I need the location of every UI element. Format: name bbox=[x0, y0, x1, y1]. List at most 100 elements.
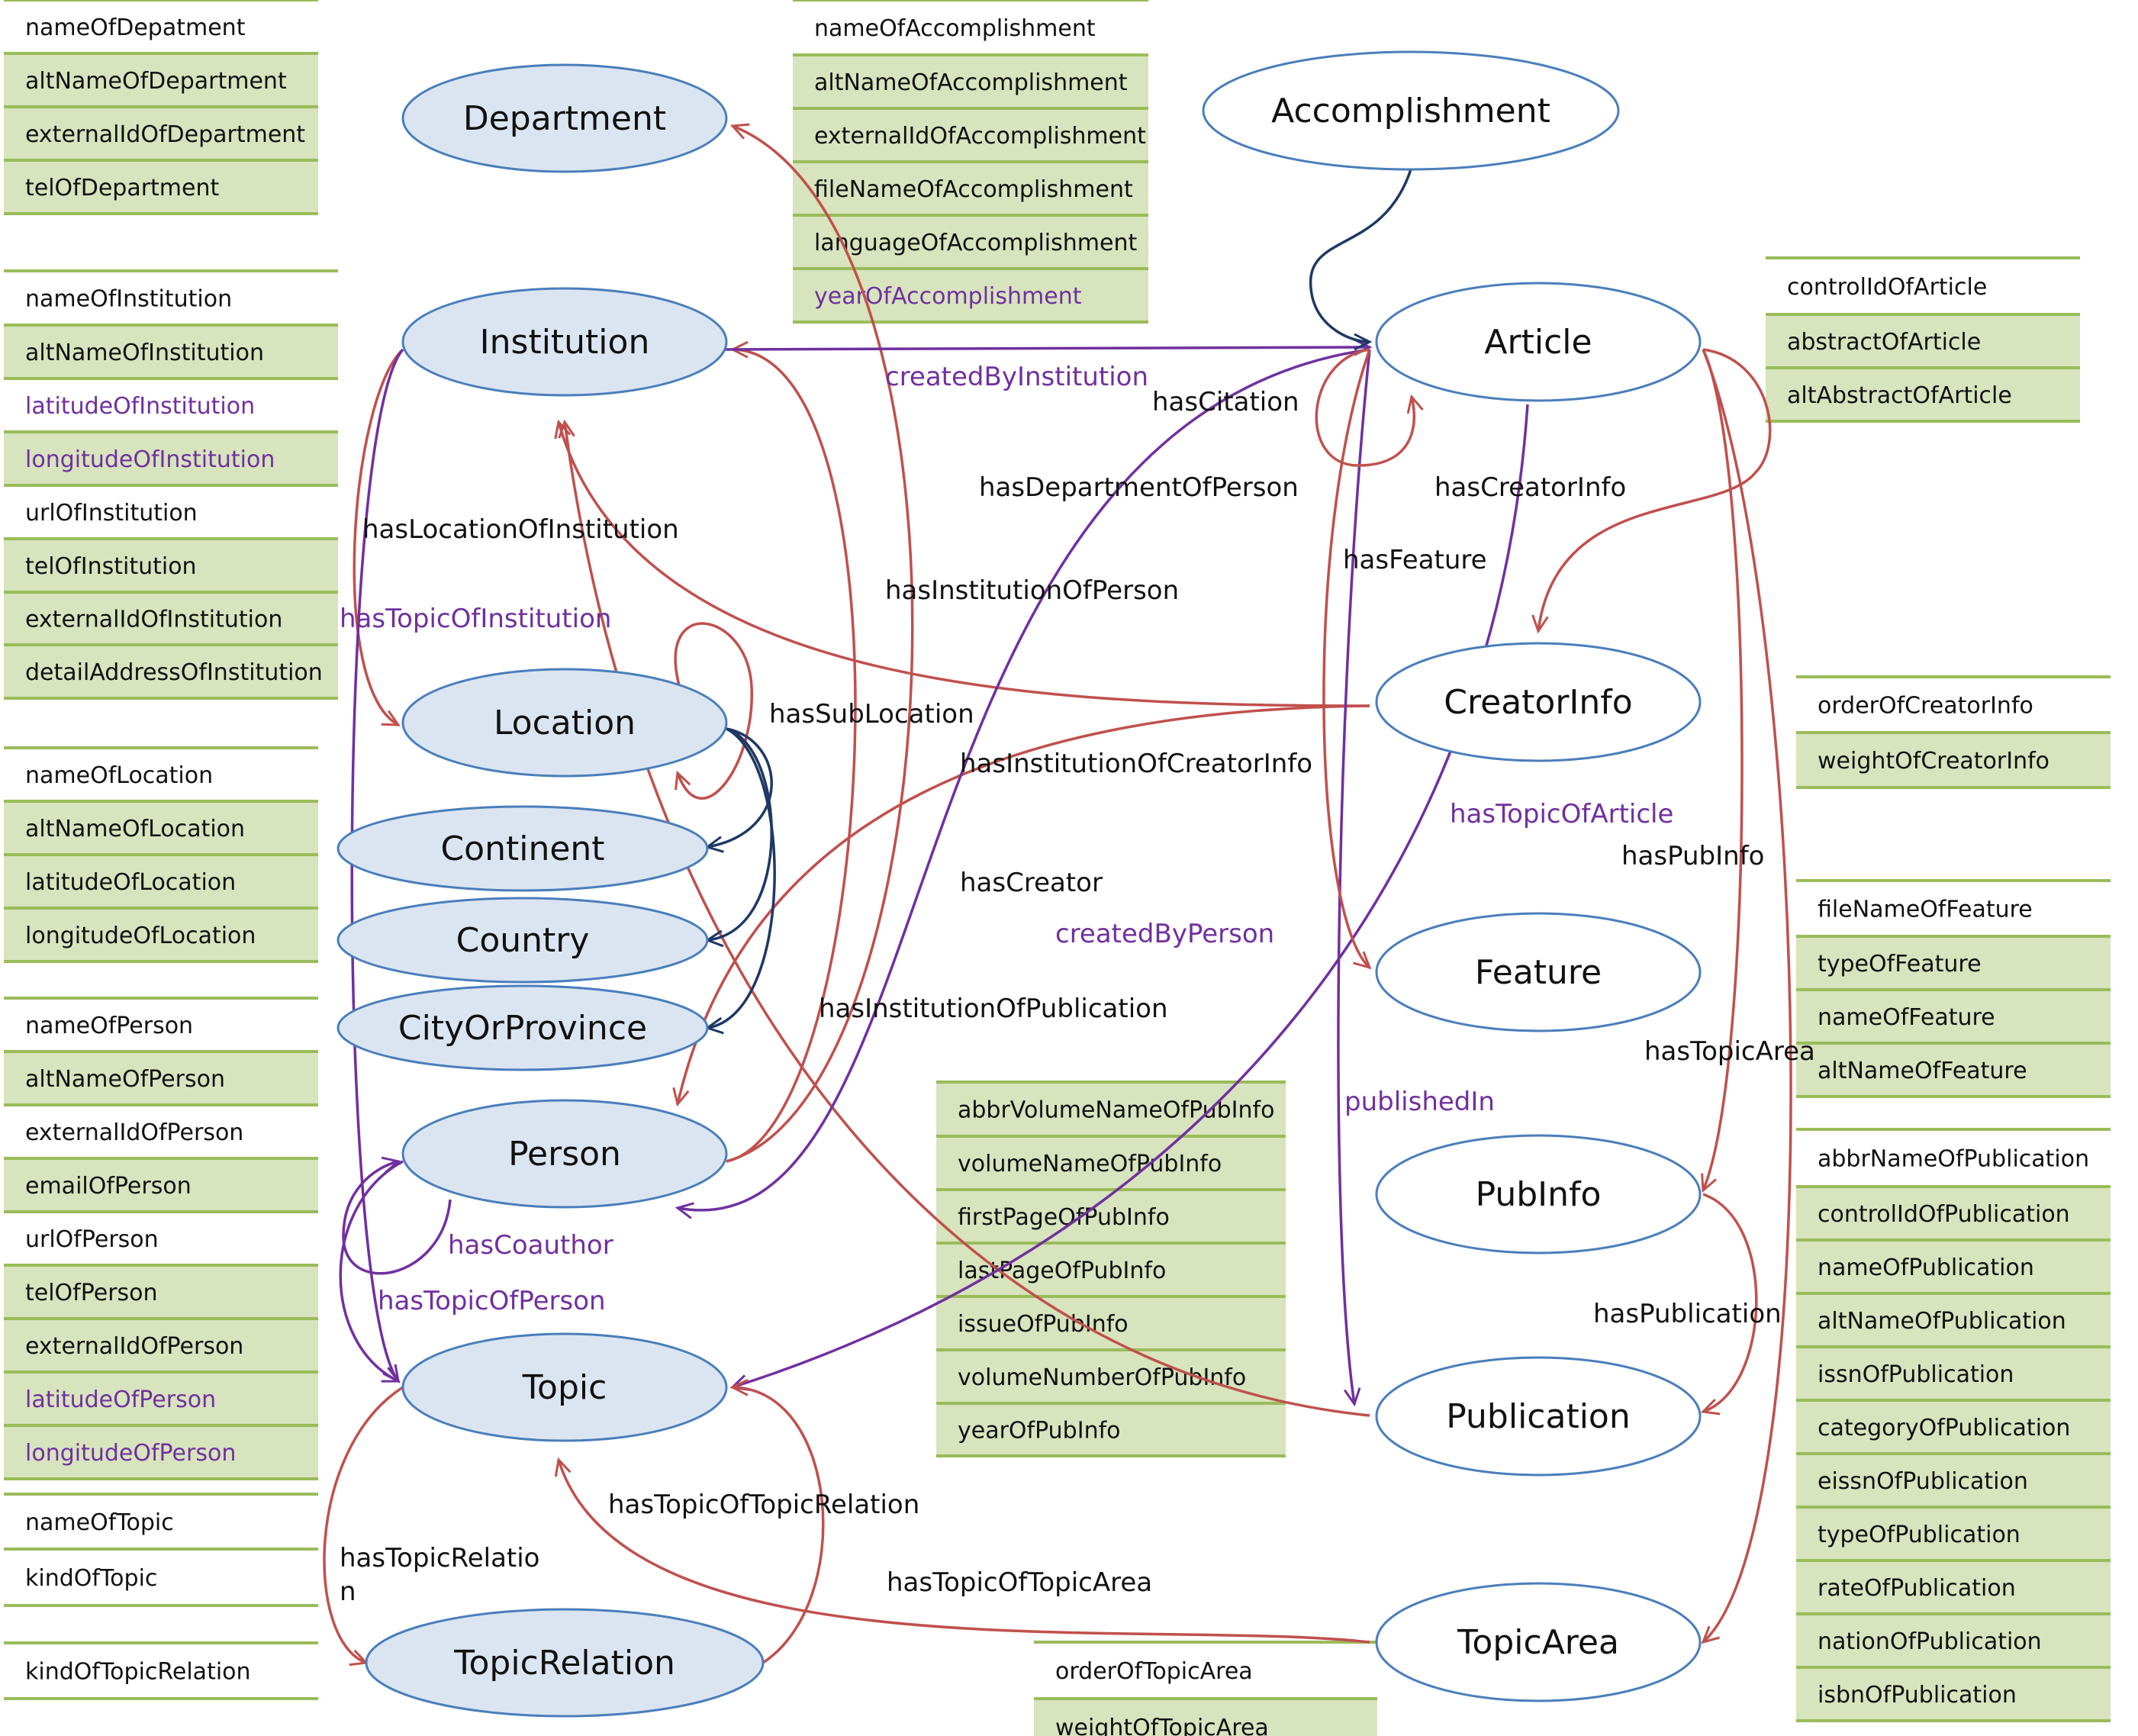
attr-row: yearOfAccomplishment bbox=[793, 269, 1148, 322]
attr-table-inst: nameOfInstitutionaltNameOfInstitutionlat… bbox=[4, 269, 338, 700]
attr-row: telOfPerson bbox=[4, 1265, 318, 1319]
edge-arrow bbox=[704, 727, 773, 853]
attr-row: fileNameOfAccomplishment bbox=[793, 162, 1148, 215]
svg-text:controlIdOfArticle: controlIdOfArticle bbox=[1787, 274, 1987, 301]
edge-label-hasTopicRelation2: n bbox=[340, 1577, 356, 1607]
edge-label-hasSubLocation: hasSubLocation bbox=[769, 699, 974, 730]
edge-label-hasInstitutionOfCreatorInfo: hasInstitutionOfCreatorInfo bbox=[960, 749, 1312, 779]
attr-row: nameOfDepatment bbox=[25, 14, 246, 41]
attr-row: abstractOfArticle bbox=[1766, 314, 2080, 368]
attr-row: firstPageOfPubInfo bbox=[936, 1190, 1286, 1243]
svg-text:typeOfFeature: typeOfFeature bbox=[1818, 951, 1982, 978]
edge-arrow bbox=[723, 338, 1373, 356]
attr-row: issnOfPublication bbox=[1796, 1347, 2111, 1400]
attr-row: controlIdOfPublication bbox=[1796, 1187, 2111, 1240]
svg-text:CityOrProvince: CityOrProvince bbox=[398, 1009, 647, 1048]
attr-row: longitudeOfInstitution bbox=[4, 432, 338, 485]
edge-label-hasCitation: hasCitation bbox=[1152, 387, 1299, 417]
node-topic: Topic bbox=[401, 1332, 728, 1442]
svg-text:altNameOfFeature: altNameOfFeature bbox=[1818, 1058, 2027, 1084]
svg-text:issueOfPubInfo: issueOfPubInfo bbox=[958, 1311, 1129, 1338]
edge-label-hasLocationOfInstitution: hasLocationOfInstitution bbox=[362, 514, 679, 545]
edge-arrow bbox=[1337, 349, 1371, 1407]
attr-table-person: nameOfPersonaltNameOfPersonexternalIdOfP… bbox=[4, 997, 318, 1480]
svg-text:Article: Article bbox=[1484, 323, 1592, 362]
svg-text:Feature: Feature bbox=[1475, 953, 1602, 992]
edge-arrow bbox=[339, 1160, 404, 1383]
edge-labels: createdByInstitutionhasCitationhasDepart… bbox=[340, 362, 1815, 1607]
attr-row: externalIdOfDepartment bbox=[4, 107, 318, 160]
attr-row: telOfInstitution bbox=[4, 539, 338, 592]
edge-label-hasFeature: hasFeature bbox=[1343, 545, 1487, 575]
svg-text:telOfInstitution: telOfInstitution bbox=[25, 553, 197, 580]
svg-text:weightOfTopicArea: weightOfTopicArea bbox=[1055, 1715, 1269, 1736]
svg-text:Publication: Publication bbox=[1446, 1397, 1630, 1436]
svg-text:Institution: Institution bbox=[480, 323, 650, 362]
edge-arrow bbox=[558, 419, 1370, 1417]
svg-text:kindOfTopicRelation: kindOfTopicRelation bbox=[25, 1659, 251, 1686]
node-article: Article bbox=[1375, 282, 1702, 402]
node-accomplishment: Accomplishment bbox=[1202, 50, 1620, 171]
attr-row: fileNameOfFeature bbox=[1818, 897, 2033, 923]
svg-text:nameOfFeature: nameOfFeature bbox=[1818, 1004, 1995, 1031]
attr-row: nameOfAccomplishment bbox=[814, 15, 1096, 42]
svg-text:longitudeOfPerson: longitudeOfPerson bbox=[25, 1440, 236, 1467]
edge-arrow bbox=[1531, 348, 1772, 634]
attr-row: altAbstractOfArticle bbox=[1766, 368, 2080, 421]
svg-text:nameOfInstitution: nameOfInstitution bbox=[25, 286, 232, 313]
edge-label-hasTopicRelation1: hasTopicRelatio bbox=[340, 1543, 540, 1573]
svg-text:CreatorInfo: CreatorInfo bbox=[1444, 683, 1632, 722]
svg-text:Location: Location bbox=[494, 704, 636, 742]
attr-row: controlIdOfArticle bbox=[1787, 274, 1987, 301]
attr-row: categoryOfPublication bbox=[1796, 1400, 2111, 1454]
edge-arrow bbox=[675, 348, 1370, 1219]
edge-label-hasPublication: hasPublication bbox=[1593, 1299, 1782, 1329]
attr-row: orderOfCreatorInfo bbox=[1818, 693, 2033, 720]
attr-table-article: controlIdOfArticle abstractOfArticlealtAb… bbox=[1766, 256, 2080, 423]
attr-row: nameOfPublication bbox=[1796, 1240, 2111, 1293]
attr-row: nameOfTopic bbox=[25, 1509, 174, 1536]
svg-text:controlIdOfPublication: controlIdOfPublication bbox=[1818, 1201, 2070, 1228]
edge-label-hasTopicOfTopicRelation: hasTopicOfTopicRelation bbox=[608, 1490, 919, 1520]
attr-row: weightOfCreatorInfo bbox=[1796, 733, 2111, 787]
svg-text:Department: Department bbox=[463, 99, 666, 138]
edge-label-hasCreator: hasCreator bbox=[960, 868, 1103, 898]
svg-text:Continent: Continent bbox=[440, 829, 604, 868]
edges bbox=[323, 123, 1792, 1667]
svg-text:longitudeOfInstitution: longitudeOfInstitution bbox=[25, 446, 275, 473]
svg-text:latitudeOfPerson: latitudeOfPerson bbox=[25, 1387, 216, 1413]
svg-text:latitudeOfLocation: latitudeOfLocation bbox=[25, 869, 236, 896]
node-continent: Continent bbox=[336, 805, 709, 892]
attr-table-pubinfo: abbrVolumeNameOfPubInfovolumeNameOfPubIn… bbox=[936, 1081, 1286, 1457]
svg-text:urlOfPerson: urlOfPerson bbox=[25, 1226, 159, 1253]
attr-row: isbnOfPublication bbox=[1796, 1667, 2111, 1721]
svg-text:nameOfDepatment: nameOfDepatment bbox=[25, 14, 246, 41]
attr-row: kindOfTopicRelation bbox=[25, 1659, 251, 1686]
edge-arrow bbox=[729, 1378, 825, 1664]
svg-text:nationOfPublication: nationOfPublication bbox=[1818, 1628, 2042, 1655]
attr-row: typeOfFeature bbox=[1796, 936, 2111, 990]
attr-row: urlOfPerson bbox=[25, 1226, 159, 1253]
attr-row: nameOfLocation bbox=[25, 762, 213, 789]
svg-text:Country: Country bbox=[456, 921, 590, 960]
attr-table-topic: nameOfTopic kindOfTopic bbox=[4, 1493, 318, 1607]
edge-label-hasTopicArea: hasTopicArea bbox=[1644, 1036, 1815, 1067]
attr-row: altNameOfLocation bbox=[4, 801, 318, 855]
svg-text:typeOfPublication: typeOfPublication bbox=[1818, 1522, 2020, 1548]
edge-label-hasPubInfo: hasPubInfo bbox=[1621, 841, 1764, 871]
attr-row: latitudeOfPerson bbox=[4, 1372, 318, 1425]
attr-row: kindOfTopic bbox=[25, 1565, 157, 1592]
svg-text:nameOfLocation: nameOfLocation bbox=[25, 762, 213, 789]
svg-text:TopicArea: TopicArea bbox=[1457, 1623, 1619, 1662]
svg-text:abbrVolumeNameOfPubInfo: abbrVolumeNameOfPubInfo bbox=[958, 1097, 1274, 1124]
svg-text:lastPageOfPubInfo: lastPageOfPubInfo bbox=[958, 1258, 1166, 1284]
attr-table-feature: fileNameOfFeature typeOfFeature nameOfFeat… bbox=[1796, 879, 2111, 1098]
node-city: CityOrProvince bbox=[336, 984, 709, 1071]
attr-row: emailOfPerson bbox=[4, 1158, 318, 1212]
attr-table-creator: orderOfCreatorInfo weightOfCreatorInfo bbox=[1796, 675, 2111, 789]
edge-arrow bbox=[1701, 349, 1792, 1644]
attr-table-accomp: nameOfAccomplishmentaltNameOfAccomplishm… bbox=[793, 0, 1148, 324]
svg-text:categoryOfPublication: categoryOfPublication bbox=[1818, 1415, 2070, 1441]
svg-text:fileNameOfFeature: fileNameOfFeature bbox=[1818, 897, 2033, 923]
